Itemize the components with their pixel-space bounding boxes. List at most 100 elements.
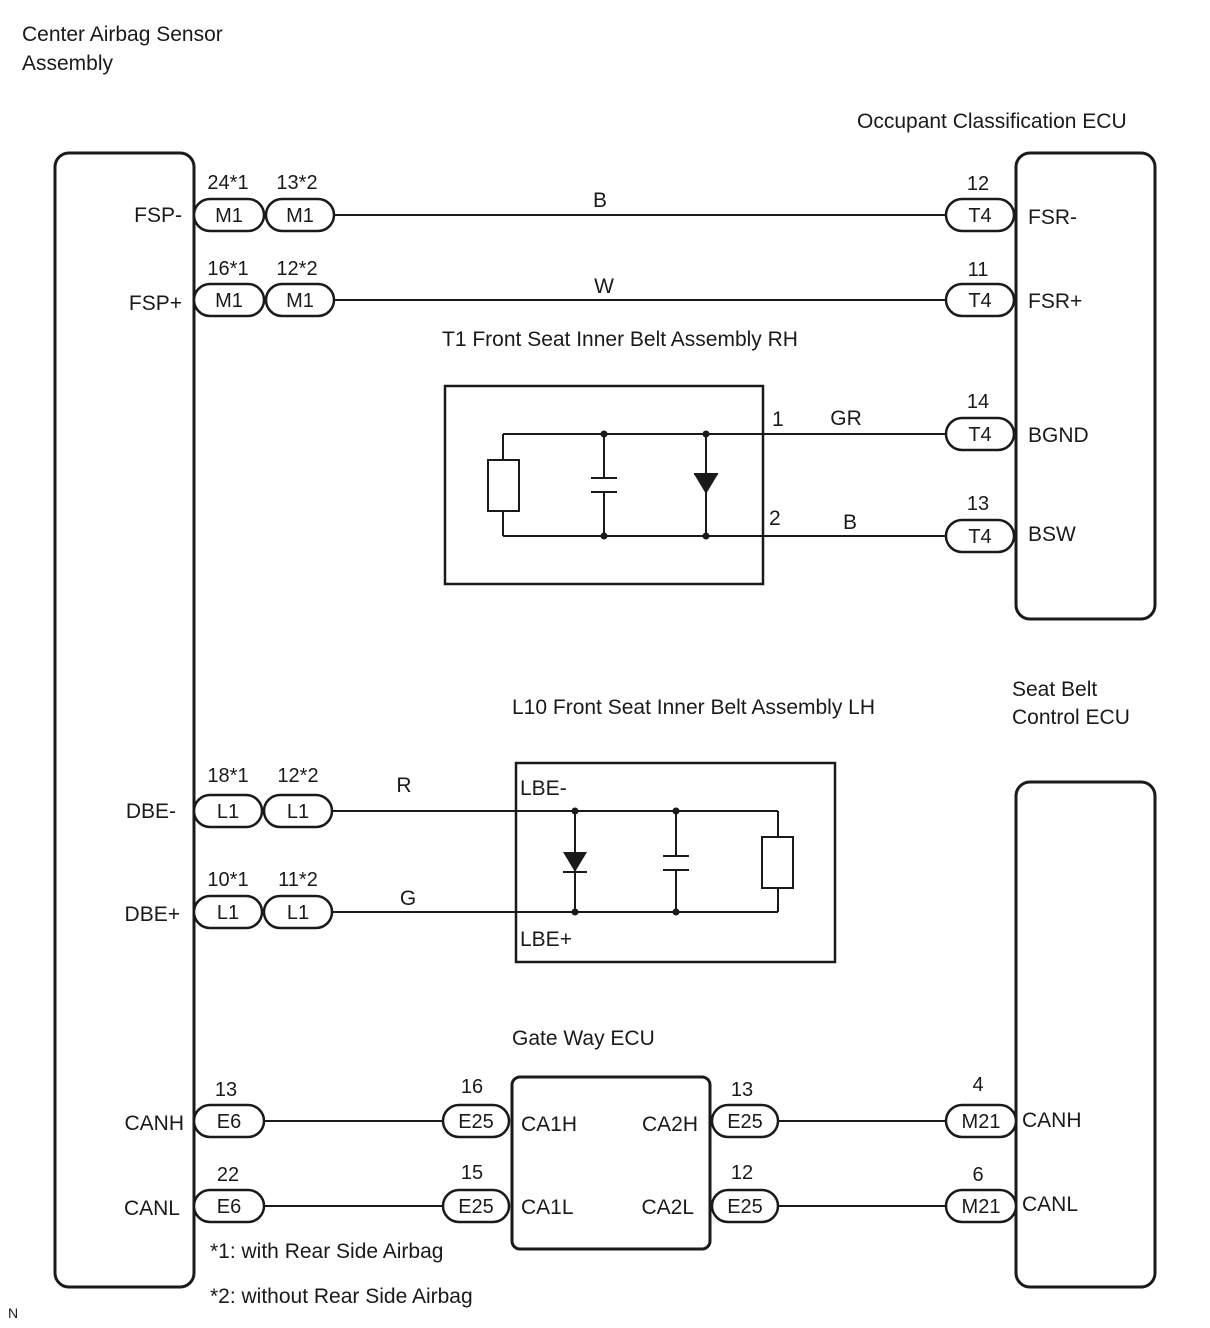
- terminal-dbe-minus: DBE-: [126, 800, 176, 823]
- connector-dbe-plus-b-pin: 11*2: [278, 869, 318, 891]
- connector-dbe-minus-b: [262, 793, 334, 829]
- connector-ca2l-name: E25: [727, 1196, 763, 1218]
- terminal-canh-right: CANH: [1022, 1109, 1082, 1132]
- connector-ca2h: [710, 1103, 780, 1139]
- gateway-ca2l: CA2L: [641, 1196, 694, 1219]
- gateway-ecu-box: [510, 1075, 712, 1251]
- belt-rh-box: [443, 384, 765, 586]
- terminal-fsr-minus: FSR-: [1028, 206, 1077, 229]
- belt-lh-box: [514, 761, 837, 964]
- connector-dbe-plus-a-name: L1: [217, 902, 239, 924]
- belt-lh-lbe-minus: LBE-: [520, 777, 567, 800]
- seat-belt-control-ecu-box: [1014, 780, 1157, 1289]
- connector-ca1h: [441, 1103, 511, 1139]
- terminal-canl-right: CANL: [1022, 1193, 1078, 1216]
- connector-dbe-plus-b: [262, 894, 334, 930]
- connector-dbe-minus-a: [192, 793, 264, 829]
- connector-fsp-minus-b-pin: 13*2: [276, 172, 317, 194]
- resistor-icon: [487, 459, 520, 512]
- diode-icon: [694, 474, 718, 494]
- connector-fsp-minus-b: [264, 197, 336, 233]
- wire-color-fsp-plus: W: [594, 275, 614, 298]
- terminal-fsp-minus: FSP-: [134, 204, 182, 227]
- connector-canh-right: [944, 1103, 1018, 1139]
- belt-rh-component: [443, 384, 765, 586]
- connector-fsp-plus-a-pin: 16*1: [207, 258, 248, 280]
- connector-ca2h-pin: 13: [731, 1079, 753, 1101]
- connector-fsp-minus-a: [192, 197, 266, 233]
- connector-fsr-minus: [944, 197, 1016, 233]
- connector-ca2h-name: E25: [727, 1111, 763, 1133]
- connector-fsr-plus-name: T4: [968, 290, 991, 312]
- connector-canl-left: [192, 1188, 266, 1224]
- connector-bgnd-pin: 14: [967, 391, 989, 413]
- connector-ca1h-name: E25: [458, 1111, 494, 1133]
- footnote-2: *2: without Rear Side Airbag: [210, 1285, 473, 1308]
- connector-ca1l-pin: 15: [461, 1162, 483, 1184]
- seat-belt-ecu-title-line2: Control ECU: [1012, 706, 1130, 729]
- connector-bsw: [944, 518, 1016, 554]
- connector-canh-left-pin: 13: [215, 1079, 237, 1101]
- connector-dbe-minus-a-pin: 18*1: [207, 765, 248, 787]
- occupant-classification-ecu-box: [1014, 151, 1157, 621]
- belt-lh-lbe-plus: LBE+: [520, 928, 572, 951]
- connector-fsp-plus-b-name: M1: [286, 290, 314, 312]
- connector-fsr-minus-pin: 12: [967, 173, 989, 195]
- connector-fsr-plus-pin: 11: [968, 259, 989, 281]
- connector-fsr-plus: [944, 282, 1016, 318]
- wire-color-bgnd: GR: [830, 407, 862, 430]
- connector-bsw-pin: 13: [967, 493, 989, 515]
- connector-bsw-name: T4: [968, 526, 991, 548]
- connector-fsp-plus-a-name: M1: [215, 290, 243, 312]
- connector-fsp-plus-b-pin: 12*2: [276, 258, 317, 280]
- connector-canl-right-pin: 6: [972, 1164, 983, 1186]
- gateway-ca1h: CA1H: [521, 1113, 577, 1136]
- seat-belt-ecu-title-line1: Seat Belt: [1012, 678, 1097, 701]
- connector-dbe-minus-b-name: L1: [287, 801, 309, 823]
- connector-fsp-minus-a-name: M1: [215, 205, 243, 227]
- terminal-canl-left: CANL: [124, 1197, 180, 1220]
- terminal-fsp-plus: FSP+: [129, 292, 182, 315]
- belt-rh-pin1: 1: [772, 408, 784, 431]
- wire-color-bsw: B: [843, 511, 857, 534]
- connector-bgnd: [944, 416, 1016, 452]
- footnote-1: *1: with Rear Side Airbag: [210, 1240, 443, 1263]
- connector-fsp-plus-a: [192, 282, 266, 318]
- wire-color-dbe-minus: R: [396, 774, 411, 797]
- connector-canl-left-name: E6: [217, 1196, 241, 1218]
- terminal-fsr-plus: FSR+: [1028, 290, 1082, 313]
- connector-canh-right-pin: 4: [972, 1074, 983, 1096]
- occupant-ecu-title: Occupant Classification ECU: [857, 110, 1127, 133]
- connector-ca1h-pin: 16: [461, 1076, 483, 1098]
- connector-canl-right-name: M21: [962, 1196, 1001, 1218]
- connector-fsp-plus-b: [264, 282, 336, 318]
- connector-dbe-plus-a: [192, 894, 264, 930]
- center-airbag-title-line1: Center Airbag Sensor: [22, 23, 223, 46]
- belt-rh-pin2: 2: [769, 507, 781, 530]
- gateway-ca1l: CA1L: [521, 1196, 574, 1219]
- terminal-dbe-plus: DBE+: [125, 903, 180, 926]
- connector-dbe-minus-b-pin: 12*2: [277, 765, 318, 787]
- connector-fsr-minus-name: T4: [968, 205, 991, 227]
- connector-canh-left: [192, 1103, 266, 1139]
- connector-dbe-minus-a-name: L1: [217, 801, 239, 823]
- connector-canl-left-pin: 22: [217, 1164, 239, 1186]
- diode-icon: [563, 852, 587, 872]
- connector-bgnd-name: T4: [968, 424, 991, 446]
- connector-ca2l-pin: 12: [731, 1162, 753, 1184]
- connector-fsp-minus-b-name: M1: [286, 205, 314, 227]
- connector-ca1l-name: E25: [458, 1196, 494, 1218]
- wire-color-fsp-minus: B: [593, 189, 607, 212]
- connector-fsp-minus-a-pin: 24*1: [207, 172, 248, 194]
- connector-dbe-plus-b-name: L1: [287, 902, 309, 924]
- corner-mark: N: [8, 1305, 18, 1321]
- gateway-ca2h: CA2H: [642, 1113, 698, 1136]
- belt-rh-title: T1 Front Seat Inner Belt Assembly RH: [442, 328, 798, 351]
- connector-dbe-plus-a-pin: 10*1: [207, 869, 248, 891]
- terminal-bsw: BSW: [1028, 523, 1076, 546]
- terminal-canh-left: CANH: [124, 1112, 184, 1135]
- resistor-icon: [761, 836, 794, 889]
- connector-canh-right-name: M21: [962, 1111, 1001, 1133]
- connector-canl-right: [944, 1188, 1018, 1224]
